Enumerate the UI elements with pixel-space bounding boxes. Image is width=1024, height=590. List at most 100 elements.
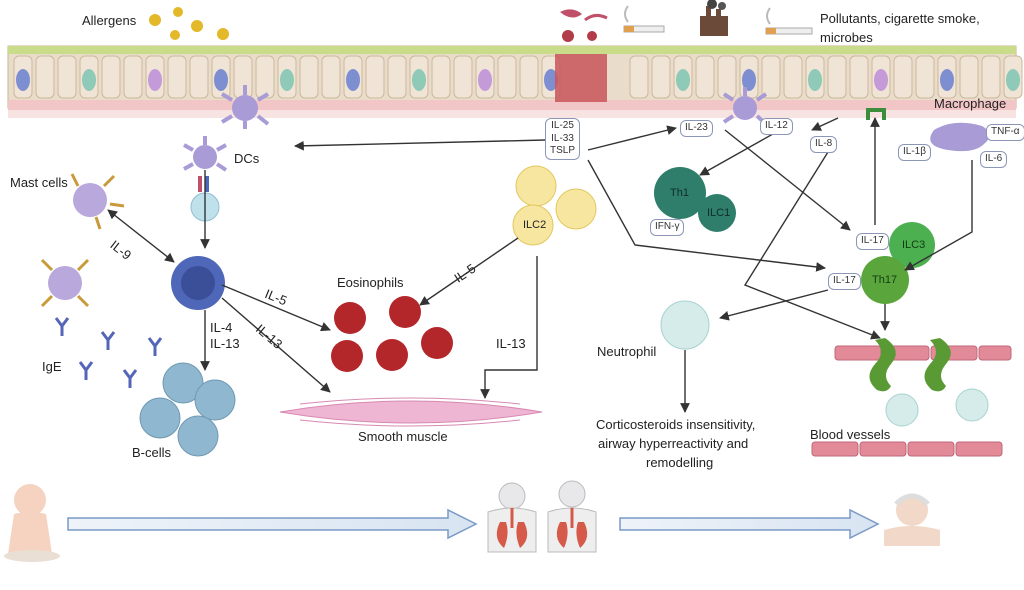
th1-label: Th1	[670, 187, 689, 199]
specialised-epithelial-cell	[82, 69, 96, 91]
il4-text: IL-4	[210, 320, 233, 335]
lifespan-arrow-1	[67, 508, 478, 540]
il17-ilc3-box: IL-17	[856, 233, 889, 250]
epithelial-cell	[167, 55, 187, 99]
macrophage-cell	[930, 122, 990, 152]
neutrophil-vessel-1	[885, 393, 919, 427]
eosinophils-label: Eosinophils	[337, 275, 404, 290]
epithelial-cell	[189, 55, 209, 99]
airway-epithelium	[7, 45, 1023, 118]
neutrophil-cell	[660, 300, 710, 350]
b-cells	[139, 362, 236, 457]
epithelial-cell	[255, 55, 275, 99]
epithelial-cell	[629, 55, 649, 99]
epithelial-cell	[497, 55, 517, 99]
epithelial-cell	[35, 55, 55, 99]
elderly-icon	[884, 493, 940, 546]
il25-label: IL-25	[551, 120, 574, 131]
epithelial-cell	[959, 55, 979, 99]
specialised-epithelial-cell	[1006, 69, 1020, 91]
tslp-label: TSLP	[550, 145, 576, 156]
cigarette-icon	[623, 5, 665, 33]
outcome-line-2: airway hyperreactivity and	[598, 436, 749, 451]
eosinophils	[331, 296, 453, 372]
il6-box: IL-6	[980, 151, 1008, 168]
dcs-label: DCs	[234, 151, 260, 166]
tnf-box: TNF-α	[986, 124, 1024, 141]
specialised-epithelial-cell	[412, 69, 426, 91]
epithelial-cell	[783, 55, 803, 99]
allergen-particles	[149, 7, 229, 40]
mhc-receptor	[205, 176, 209, 192]
il8-receptor-icon	[866, 108, 886, 120]
dendritic-cell-right	[722, 87, 768, 126]
mast-cells-label: Mast cells	[10, 175, 68, 190]
ilc3-label: ILC3	[902, 239, 926, 251]
adult-male-lungs-icon	[487, 482, 537, 553]
il13-ilc2-arrow-label: IL-13	[496, 336, 526, 351]
specialised-epithelial-cell	[214, 69, 228, 91]
neutrophil-vessel-2	[955, 388, 989, 422]
ifn-gamma-box: IFN-γ	[650, 219, 685, 236]
epithelial-cell	[57, 55, 77, 99]
blood-vessel-top	[834, 345, 1012, 361]
specialised-epithelial-cell	[478, 69, 492, 91]
mast-cell-2	[40, 258, 90, 308]
epithelial-cell	[101, 55, 121, 99]
blood-vessels-label: Blood vessels	[810, 427, 891, 442]
epithelial-cell	[695, 55, 715, 99]
transmigrating-neutrophils	[869, 338, 951, 392]
mast-cell	[70, 173, 125, 230]
outcome-line-1: Corticosteroids insensitivity,	[596, 417, 756, 432]
il17-th17-box: IL-17	[828, 273, 861, 290]
specialised-epithelial-cell	[16, 69, 30, 91]
th1-cell	[654, 167, 706, 219]
macrophage-label: Macrophage	[934, 96, 1007, 111]
il13-text: IL-13	[210, 336, 240, 352]
epithelial-cell	[299, 55, 319, 99]
epithelial-cell	[717, 55, 737, 99]
ige-antibodies	[54, 317, 163, 388]
specialised-epithelial-cell	[742, 69, 756, 91]
specialised-epithelial-cell	[346, 69, 360, 91]
ilc1-cell	[698, 194, 736, 232]
cigarette-icon-2	[765, 7, 813, 35]
specialised-epithelial-cell	[676, 69, 690, 91]
damaged-epithelium	[555, 54, 607, 102]
specialised-epithelial-cell	[148, 69, 162, 91]
il1b-box: IL-1β	[898, 144, 931, 161]
epithelial-cell	[893, 55, 913, 99]
lifespan-arrow-2	[619, 508, 880, 540]
factory-icon	[700, 0, 728, 36]
microbe-icons	[560, 9, 608, 42]
smooth-muscle-label: Smooth muscle	[358, 429, 448, 444]
blood-vessel-bottom	[811, 441, 1003, 457]
infant-icon	[4, 484, 60, 562]
b-cells-label: B-cells	[132, 445, 172, 460]
il23-box: IL-23	[680, 120, 713, 137]
dendritic-cell-epithelial	[220, 85, 270, 129]
epithelial-cell	[519, 55, 539, 99]
epithelial-cell	[981, 55, 1001, 99]
epithelial-cell	[827, 55, 847, 99]
specialised-epithelial-cell	[280, 69, 294, 91]
smooth-muscle	[279, 397, 543, 427]
alarmins-box: IL-25 IL-33 TSLP	[545, 118, 581, 160]
outcome-line-3: remodelling	[646, 455, 714, 470]
pathway-arrows	[107, 117, 973, 413]
epithelial-cell	[387, 55, 407, 99]
th17-cell	[861, 256, 909, 304]
il12-box: IL-12	[760, 118, 793, 135]
neutrophil-label: Neutrophil	[597, 344, 657, 359]
epithelial-cell	[849, 55, 869, 99]
ilc2-cells	[512, 165, 597, 246]
adult-female-lungs-icon	[547, 480, 597, 553]
th17-label: Th17	[872, 274, 898, 286]
ilc3-cell	[889, 222, 935, 268]
il8-box: IL-8	[810, 136, 838, 153]
allergens-label: Allergens	[82, 13, 137, 28]
ilc1-label: ILC1	[707, 207, 731, 219]
il33-label: IL-33	[551, 132, 574, 144]
epithelial-cell	[123, 55, 143, 99]
